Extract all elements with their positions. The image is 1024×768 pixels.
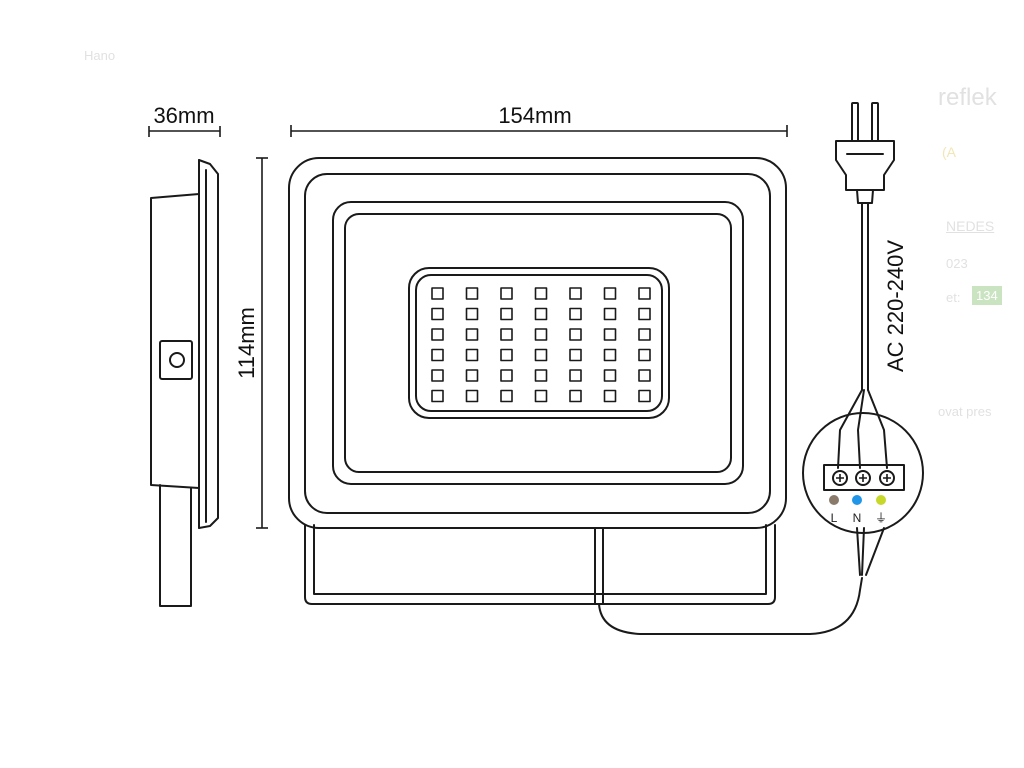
led-chip bbox=[603, 307, 617, 321]
led-chip bbox=[569, 287, 582, 300]
led-chip bbox=[569, 307, 582, 321]
led-chip bbox=[638, 369, 651, 382]
led-chip bbox=[500, 348, 513, 362]
screw-slot-icon bbox=[883, 474, 891, 482]
led-module-inner bbox=[415, 274, 663, 412]
led-chip bbox=[603, 389, 617, 403]
led-chip bbox=[534, 389, 548, 403]
led-module-outer bbox=[408, 267, 670, 419]
led-chip bbox=[603, 369, 617, 382]
wire-color-dot bbox=[852, 495, 862, 505]
led-chip bbox=[431, 328, 444, 341]
ghost-code-fragment: 023 bbox=[946, 256, 968, 271]
width-dimension-label: 154mm bbox=[498, 103, 571, 128]
ghost-badge-fragment: (A bbox=[942, 144, 956, 160]
led-chip bbox=[500, 328, 513, 341]
led-chip bbox=[534, 307, 548, 321]
side-view-housing bbox=[150, 159, 200, 529]
wire-color-dot bbox=[876, 495, 886, 505]
front-view bbox=[288, 157, 863, 635]
terminal-label: N bbox=[853, 511, 862, 525]
terminal-label: L bbox=[831, 511, 838, 525]
led-chip bbox=[534, 369, 548, 382]
height-dimension-label: 114mm bbox=[234, 307, 259, 379]
ghost-badge2-fragment: 134 bbox=[972, 286, 1002, 305]
wire-color-dot bbox=[829, 495, 839, 505]
led-chip bbox=[603, 328, 617, 341]
side-view bbox=[150, 159, 219, 607]
housing-inner bbox=[304, 173, 771, 514]
side-view-front-lens bbox=[198, 159, 219, 529]
led-chip bbox=[465, 369, 479, 382]
terminal-detail-circle bbox=[802, 412, 924, 534]
plug-pin-left bbox=[851, 102, 859, 142]
terminal-connectors: L N ⏚ bbox=[829, 470, 895, 525]
led-chip bbox=[465, 328, 479, 341]
plug-assembly bbox=[835, 102, 895, 576]
led-chip bbox=[603, 287, 617, 300]
led-chip bbox=[638, 287, 651, 300]
frame-inner bbox=[344, 213, 732, 473]
led-chip bbox=[569, 389, 582, 403]
led-chip bbox=[569, 348, 582, 362]
side-view-mount-screw bbox=[169, 352, 185, 368]
led-chip bbox=[500, 287, 513, 300]
led-chip bbox=[465, 389, 479, 403]
led-chip bbox=[569, 369, 582, 382]
frame-outer bbox=[332, 201, 744, 485]
power-cable bbox=[598, 577, 863, 635]
led-chip bbox=[534, 328, 548, 341]
ghost-label-fragment: et: bbox=[946, 290, 961, 305]
led-chip bbox=[465, 348, 479, 362]
depth-dimension-label: 36mm bbox=[153, 103, 214, 128]
led-chip bbox=[500, 369, 513, 382]
led-chip bbox=[431, 389, 444, 403]
ghost-note-fragment: ovat pres bbox=[938, 404, 992, 419]
terminal-label: ⏚ bbox=[875, 511, 887, 525]
led-chip bbox=[638, 307, 651, 321]
terminal-detail bbox=[802, 412, 924, 534]
led-chip bbox=[638, 328, 651, 341]
screw-slot-icon bbox=[836, 474, 844, 482]
led-chip bbox=[465, 307, 479, 321]
led-chip bbox=[500, 389, 513, 403]
led-chip bbox=[500, 307, 513, 321]
led-chip bbox=[465, 287, 479, 300]
led-chip bbox=[431, 348, 444, 362]
housing-outer bbox=[288, 157, 787, 529]
led-chip bbox=[569, 328, 582, 341]
ghost-title-fragment: reflek bbox=[938, 84, 997, 111]
bracket-outer bbox=[304, 524, 776, 605]
led-chip bbox=[431, 369, 444, 382]
terminal-block bbox=[823, 464, 905, 491]
led-chip bbox=[638, 389, 651, 403]
plug-pin-right bbox=[871, 102, 879, 142]
plug-strain-relief bbox=[856, 189, 874, 204]
led-chip bbox=[431, 287, 444, 300]
led-chip bbox=[603, 348, 617, 362]
ghost-link-fragment: NEDES bbox=[946, 218, 995, 234]
led-chip bbox=[638, 348, 651, 362]
led-chip bbox=[534, 287, 548, 300]
bracket-inner bbox=[313, 524, 767, 595]
screw-slot-icon bbox=[859, 474, 867, 482]
dimension-lines bbox=[148, 125, 788, 529]
ghost-text-top-left: Hano bbox=[84, 48, 116, 63]
side-view-mount-plate bbox=[159, 340, 193, 380]
plug-body bbox=[835, 140, 895, 191]
led-chip bbox=[431, 307, 444, 321]
led-chip bbox=[534, 348, 548, 362]
led-grid bbox=[431, 287, 651, 403]
side-view-bracket bbox=[159, 484, 192, 607]
power-rating-label: AC 220-240V bbox=[883, 240, 908, 372]
